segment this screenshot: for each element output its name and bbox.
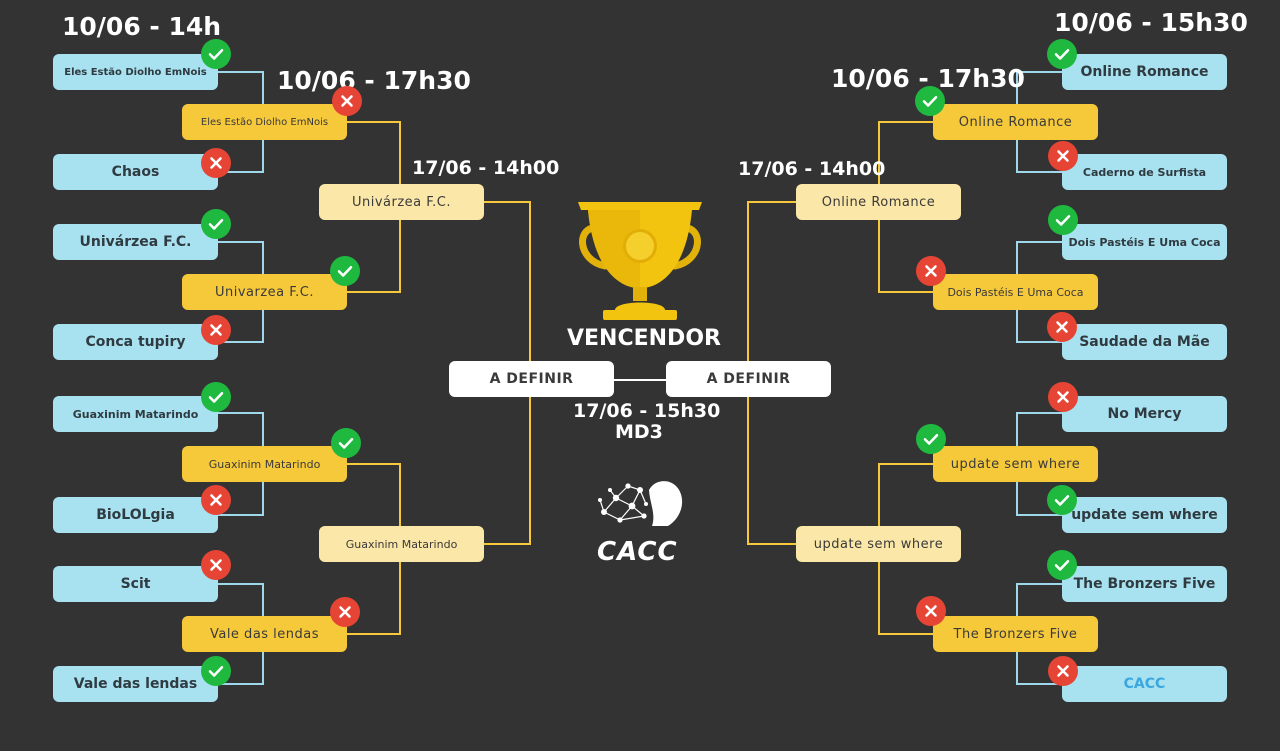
date-left-round2: 10/06 - 17h30 — [277, 66, 471, 95]
left-r3-team-1: Univárzea F.C. — [319, 184, 484, 220]
final-left-slot: A DEFINIR — [449, 361, 614, 397]
date-right-round1: 10/06 - 15h30 — [1054, 8, 1248, 37]
x-circle-icon — [1048, 382, 1078, 412]
left-r1-team-7: Scit — [53, 566, 218, 602]
left-r2-team-3: Guaxinim Matarindo — [182, 446, 347, 482]
left-r2-team-4: Vale das lendas — [182, 616, 347, 652]
right-r1-team-1: Online Romance — [1062, 54, 1227, 90]
right-r2-team-2: Dois Pastéis E Uma Coca — [933, 274, 1098, 310]
left-r1-team-4: Conca tupiry — [53, 324, 218, 360]
check-circle-icon — [331, 428, 361, 458]
right-r1-team-3: Dois Pastéis E Uma Coca — [1062, 224, 1227, 260]
x-circle-icon — [330, 597, 360, 627]
cacc-logo-text: CACC — [597, 537, 678, 567]
cacc-logo-graphic — [598, 481, 683, 526]
x-circle-icon — [201, 315, 231, 345]
right-r2-team-3: update sem where — [933, 446, 1098, 482]
date-final: 17/06 - 15h30 — [573, 400, 721, 422]
x-circle-icon — [332, 86, 362, 116]
right-r2-team-4: The Bronzers Five — [933, 616, 1098, 652]
left-r3-team-2: Guaxinim Matarindo — [319, 526, 484, 562]
x-circle-icon — [1048, 141, 1078, 171]
check-circle-icon — [1048, 205, 1078, 235]
date-left-round3: 17/06 - 14h00 — [412, 157, 560, 179]
trophy-icon — [578, 202, 702, 320]
x-circle-icon — [201, 485, 231, 515]
right-r1-team-6: update sem where — [1062, 497, 1227, 533]
date-right-round3: 17/06 - 14h00 — [738, 158, 886, 180]
right-r1-team-5: No Mercy — [1062, 396, 1227, 432]
left-r1-team-5: Guaxinim Matarindo — [53, 396, 218, 432]
right-r1-team-4: Saudade da Mãe — [1062, 324, 1227, 360]
date-left-round1: 10/06 - 14h — [62, 12, 222, 41]
final-format: MD3 — [615, 421, 663, 443]
right-r2-team-1: Online Romance — [933, 104, 1098, 140]
x-circle-icon — [1047, 312, 1077, 342]
left-r2-team-1: Eles Estão Diolho EmNois — [182, 104, 347, 140]
left-r1-team-8: Vale das lendas — [53, 666, 218, 702]
x-circle-icon — [201, 148, 231, 178]
x-circle-icon — [916, 256, 946, 286]
right-r1-team-2: Caderno de Surfista — [1062, 154, 1227, 190]
left-r1-team-6: BioLOLgia — [53, 497, 218, 533]
check-circle-icon — [1047, 485, 1077, 515]
check-circle-icon — [201, 39, 231, 69]
right-r3-team-1: Online Romance — [796, 184, 961, 220]
right-r1-team-7: The Bronzers Five — [1062, 566, 1227, 602]
right-r1-team-8: CACC — [1062, 666, 1227, 702]
check-circle-icon — [201, 382, 231, 412]
x-circle-icon — [1048, 656, 1078, 686]
check-circle-icon — [1047, 550, 1077, 580]
left-r1-team-2: Chaos — [53, 154, 218, 190]
x-circle-icon — [201, 550, 231, 580]
check-circle-icon — [1047, 39, 1077, 69]
left-r1-team-1: Eles Estão Diolho EmNois — [53, 54, 218, 90]
check-circle-icon — [330, 256, 360, 286]
check-circle-icon — [201, 209, 231, 239]
winner-label: VENCENDOR — [567, 326, 721, 351]
check-circle-icon — [915, 86, 945, 116]
check-circle-icon — [201, 656, 231, 686]
check-circle-icon — [916, 424, 946, 454]
final-right-slot: A DEFINIR — [666, 361, 831, 397]
x-circle-icon — [916, 596, 946, 626]
left-r2-team-2: Univarzea F.C. — [182, 274, 347, 310]
left-r1-team-3: Univárzea F.C. — [53, 224, 218, 260]
right-r3-team-2: update sem where — [796, 526, 961, 562]
